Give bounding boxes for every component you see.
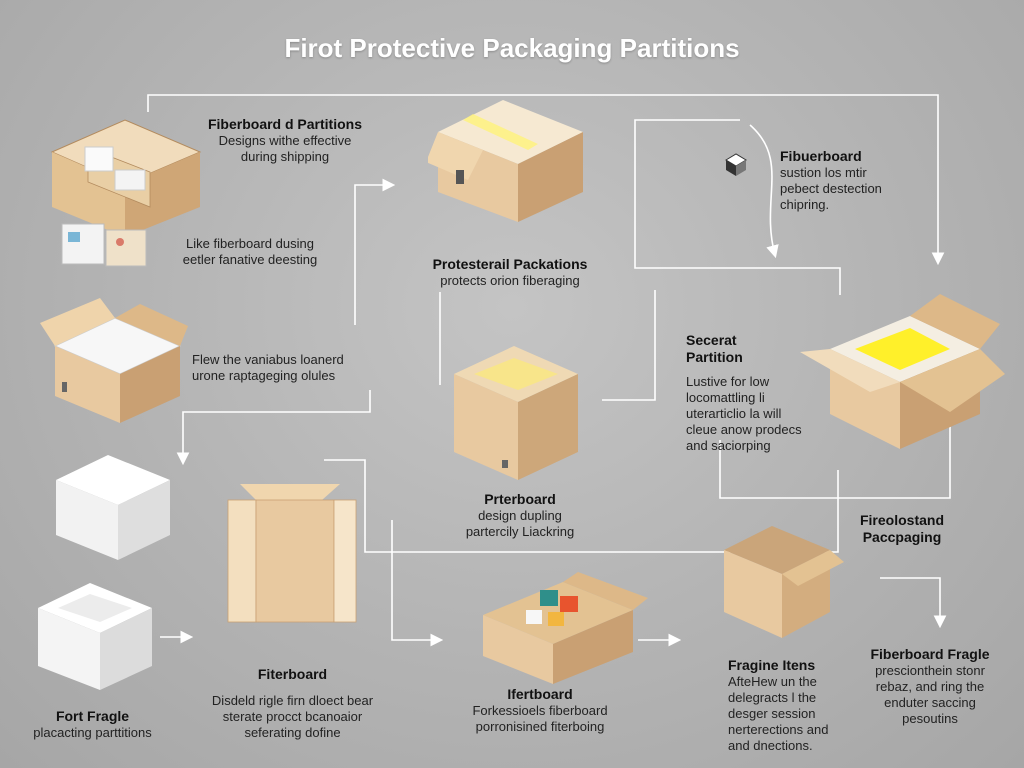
label-heading: Fireolostand (859, 512, 944, 528)
label-line: delegracts l the (728, 689, 817, 705)
page-title: Firot Protective Packaging Partitions (284, 33, 740, 63)
label-heading: Fort Fragle (55, 708, 130, 724)
label-line: protects orion fiberaging (440, 273, 580, 289)
label-heading: Fiberboard d Partitions (207, 116, 362, 132)
label-line: design dupling (478, 508, 562, 524)
open-box-insert-illustration (800, 294, 1005, 449)
connector-upper-mid (354, 178, 396, 325)
label-line: prescionthein stonr (875, 663, 985, 679)
connector-center-right (602, 290, 656, 401)
label-line: and saciorping (686, 437, 771, 453)
label-secerat: Secerat Partition Lustive for low locoma… (686, 332, 836, 453)
label-line: enduter saccing (884, 694, 976, 710)
sealed-box-illustration (428, 100, 583, 222)
unfolded-box-illustration (227, 484, 357, 623)
label-line: seferating dofine (244, 724, 341, 740)
label-line: pebect destection (780, 180, 882, 196)
label-line: pesoutins (902, 710, 958, 726)
open-box-foam-illustration (40, 298, 188, 423)
label-line: Forkessioels fiberboard (472, 703, 608, 719)
label-line: Like fiberboard dusing (186, 236, 314, 251)
connector-right-loop (634, 119, 841, 295)
filled-box-illustration (483, 572, 648, 684)
connector-fragle (880, 577, 947, 629)
foam-block-illustration (56, 455, 170, 560)
connector-fiterboard (391, 520, 444, 647)
label-fragine-itens: Fragine Itens AfteHew un the delegracts … (728, 657, 868, 753)
label-heading: Fiberboard Fragle (870, 646, 990, 662)
label-heading: Secerat (686, 332, 737, 348)
label-fireolostand: Fireolostand Paccpaging (842, 512, 962, 546)
connector-top-loop (147, 94, 945, 266)
label-heading: Ifertboard (507, 686, 573, 702)
label-line: porronisined fiterboing (475, 718, 605, 734)
label-heading: Prterboard (484, 491, 556, 507)
label-line: Lustive for low (686, 374, 770, 390)
label-protesterail: Protesterail Packations protects orion f… (395, 256, 625, 289)
label-prterboard: Prterboard design dupling partercily Lia… (430, 491, 610, 540)
label-line: AfteHew un the (728, 674, 817, 690)
label-heading: Protesterail Packations (432, 256, 588, 272)
label-fort-fragle: Fort Fragle placacting parttitions (10, 708, 175, 741)
connector-inner (324, 459, 839, 553)
label-fiberboard-fragle: Fiberboard Fragle prescionthein stonr re… (840, 646, 1020, 727)
mini-box-illustration (725, 153, 747, 176)
label-heading: Fragine Itens (728, 657, 816, 673)
label-like-fiberboard: Like fiberboard dusing eetler fanative d… (155, 236, 345, 268)
label-line: locomattling li (686, 390, 765, 406)
label-line: Flew the vaniabus loanerd (192, 352, 344, 367)
label-line: chipring. (780, 196, 830, 212)
label-ifertboard: Ifertboard Forkessioels fiberboard porro… (445, 686, 635, 735)
divided-box-illustration (50, 119, 202, 267)
label-line: eetler fanative deesting (182, 251, 318, 267)
label-line: cleue anow prodecs (686, 421, 802, 437)
label-flew: Flew the vaniabus loanerd urone raptageg… (192, 352, 392, 384)
connector-curved (749, 124, 779, 259)
tall-open-box-illustration (454, 346, 578, 480)
label-heading: Fiterboard (257, 666, 328, 682)
label-line: Designs withe effective (218, 133, 352, 149)
connector-left-down (176, 390, 371, 466)
label-line: uterarticlio la will (686, 405, 782, 421)
foam-tray-illustration (38, 583, 152, 690)
label-line: partercily Liackring (465, 523, 575, 539)
label-line: placacting parttitions (33, 725, 152, 741)
empty-open-box-illustration (724, 526, 844, 638)
label-line: urone raptageging olules (192, 367, 336, 383)
connector-right-bottom (719, 405, 951, 499)
label-line: rebaz, and ring the (875, 678, 985, 694)
label-line: nerterections and (728, 721, 829, 737)
label-line: desger session (728, 705, 816, 721)
label-line: and dnections. (728, 737, 813, 753)
label-fiterboard: Fiterboard Disdeld rigle firn dloect bea… (180, 666, 405, 741)
label-heading: Fibuerboard (780, 148, 862, 164)
label-line: during shipping (240, 148, 330, 164)
label-heading: Paccpaging (862, 529, 942, 546)
label-line: sterate procct bcanoaior (222, 708, 363, 724)
label-line: Disdeld rigle firn dloect bear (211, 693, 374, 709)
label-fiberboard-partitions: Fiberboard d Partitions Designs withe ef… (175, 116, 395, 165)
label-fibuerboard: Fibuerboard sustion los mtir pebect dest… (780, 148, 940, 213)
label-heading: Partition (686, 349, 743, 366)
label-line: sustion los mtir (780, 165, 867, 181)
